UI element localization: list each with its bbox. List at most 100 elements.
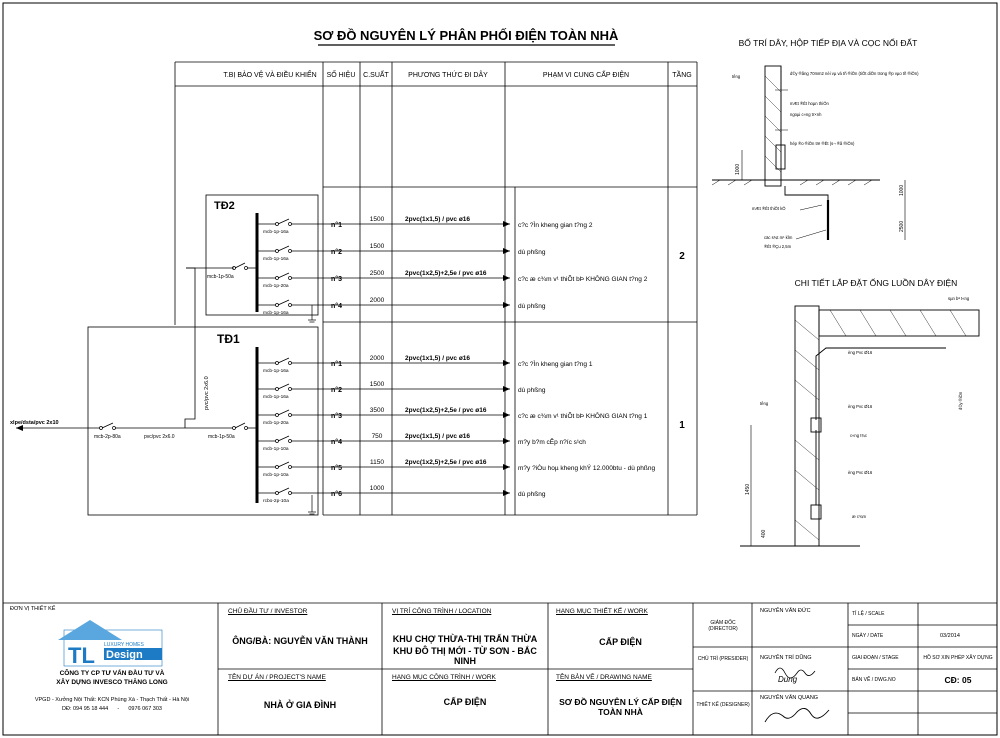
td2-breaker-2: mcb-1p-16a bbox=[263, 256, 289, 262]
conduit-note-slab: sµn bª t«ng bbox=[948, 296, 970, 301]
td2-main-breaker: mcb-1p-50a bbox=[207, 274, 234, 280]
panel-td1-label: TĐ1 bbox=[217, 332, 240, 346]
director-label: GIÁM ĐỐC (DIRECTOR) bbox=[708, 620, 738, 632]
td2-scope-2: dù phßng bbox=[518, 249, 546, 256]
ground-note-design: mÆt ®Êt thiÕt kÕ bbox=[752, 206, 786, 211]
ground-dim-3: 2500 bbox=[899, 221, 905, 232]
floor-2-label: 2 bbox=[679, 251, 685, 262]
header-protection: T.BỊ BẢO VỆ VÀ ĐIỀU KHIỂN bbox=[223, 69, 316, 79]
logo-luxury: LUXURY HOMES bbox=[104, 642, 144, 648]
td1-power-6: 1000 bbox=[370, 485, 385, 492]
grounding-title: BỐ TRÍ DÂY, HỘP TIẾP ĐỊA VÀ CỌC NỐI ĐẤT bbox=[739, 37, 918, 48]
panel-td1: TĐ1 xlpe/dsta/pvc 2x10 mcb-2p-80a pvc/pv… bbox=[10, 267, 319, 516]
td2-circuits: mcb-1p-16a n°1 1500 2pvc(1x1,5) / pvc ø16 c?… bbox=[257, 216, 648, 316]
project-name: NHÀ Ở GIA ĐÌNH bbox=[263, 700, 337, 710]
ground-dim-2: 1000 bbox=[899, 185, 905, 196]
investor-name: ÔNG/BÀ: NGUYỄN VĂN THÀNH bbox=[232, 636, 368, 646]
date-value: 03/2014 bbox=[940, 633, 960, 639]
td2-power-4: 2000 bbox=[370, 297, 385, 304]
conduit-title: CHI TIẾT LẮP ĐẶT ỐNG LUỒN DÂY ĐIỆN bbox=[795, 277, 958, 288]
riser-cable: pvc/pvc 2x6.0 bbox=[204, 376, 210, 410]
ground-note-box: hép ®o ®iÖn trë ®Êt (s¬ ®å ®iÖn) bbox=[790, 141, 855, 146]
signature-president bbox=[774, 667, 816, 679]
panel-td2: TĐ2 mcb-1p-50a bbox=[186, 194, 319, 323]
conduit-dim-2: 400 bbox=[761, 529, 767, 538]
td1-scope-4: m?y b?m cÊp n?íc s¹ch bbox=[518, 437, 586, 446]
td1-wiring-4: 2pvc(1x1,5) / pvc ø16 bbox=[405, 433, 470, 440]
conduit-note-pipe-3: èng Pvc Ø16 bbox=[848, 470, 873, 475]
td1-circuits: mcb-1p-16a n°1 2000 2pvc(1x1,5) / pvc ø16 c?… bbox=[257, 355, 655, 504]
td1-power-1: 2000 bbox=[370, 355, 385, 362]
td1-circuit-no-5: n°5 bbox=[331, 464, 342, 472]
header-wiring: PHƯƠNG THỨC ĐI DÂY bbox=[408, 70, 488, 79]
td2-circuit-4: mcb-1p-16a n°4 2000 dù phßng bbox=[257, 297, 546, 316]
title-block bbox=[3, 602, 997, 735]
ground-note-copper: d©y ®ång 70mm2 nèi vµ vá tñ ®iÖn (tiÕt d… bbox=[790, 71, 919, 76]
td2-circuit-no-1: n°1 bbox=[331, 221, 342, 229]
td1-scope-2: dù phßng bbox=[518, 387, 546, 394]
td1-scope-3: c?c æ c¾m v¹ thiÕt bÞ KHÔNG GIAN t?ng 1 bbox=[518, 411, 648, 420]
td2-circuit-no-4: n°4 bbox=[331, 302, 342, 310]
td2-circuit-no-3: n°3 bbox=[331, 275, 342, 283]
ground-note-outside: ngoµi c«ng tr×nh bbox=[790, 112, 822, 117]
td2-breaker-1: mcb-1p-16a bbox=[263, 229, 289, 235]
project-label: TÊN DỰ ÁN / PROJECT'S NAME bbox=[228, 674, 326, 681]
location-line-2: KHU ĐÔ THỊ MỚI - TỪ SƠN - BẮC NINH bbox=[393, 646, 537, 666]
dwg-label: BẢN VẼ / DWG.NO bbox=[852, 677, 896, 683]
scale-label: TỈ LỆ / SCALE bbox=[852, 611, 885, 617]
td2-breaker-4: mcb-1p-16a bbox=[263, 310, 289, 316]
td2-wiring-1: 2pvc(1x1,5) / pvc ø16 bbox=[405, 216, 470, 223]
header-number: SỐ HIỆU bbox=[327, 69, 356, 79]
conduit-note-pipe-1: èng Pvc Ø16 bbox=[848, 350, 873, 355]
td1-circuit-5: mcb-1p-10a n°5 1150 2pvc(1x2,5)+2,5e / pvc … bbox=[257, 459, 655, 478]
td1-wiring-5: 2pvc(1x2,5)+2,5e / pvc ø16 bbox=[405, 459, 487, 466]
td1-feed-cable: pvc/pvc 2x6.0 bbox=[144, 434, 175, 440]
header-power: C.SUẤT bbox=[363, 69, 389, 79]
conduit-note-wire: d©y ®iÖn bbox=[958, 391, 963, 410]
td2-scope-4: dù phßng bbox=[518, 303, 546, 310]
td2-circuit-no-2: n°2 bbox=[331, 248, 342, 256]
designer-unit-label: ĐƠN VỊ THIẾT KẾ bbox=[10, 606, 56, 612]
company-line-2: XÂY DỰNG INVESCO THĂNG LONG bbox=[56, 679, 168, 686]
stage-label: GIAI ĐOẠN / STAGE bbox=[852, 655, 899, 661]
ground-note-finish: mÆt ®Êt hoµn thiÖn bbox=[790, 101, 829, 106]
td1-circuit-no-1: n°1 bbox=[331, 360, 342, 368]
conduit-note-socket: æ c¾m bbox=[852, 514, 866, 519]
company-logo: TL LUXURY HOMES Design bbox=[58, 620, 163, 668]
director-name: NGUYỄN VĂN ĐỨC bbox=[760, 608, 811, 614]
td1-circuit-no-2: n°2 bbox=[331, 386, 342, 394]
ground-dim-1: 1000 bbox=[735, 164, 741, 175]
panel-td2-label: TĐ2 bbox=[214, 200, 235, 212]
company-phone: DĐ: 094 95 18 444 - 0976 067 303 bbox=[62, 706, 162, 712]
td1-scope-6: dù phßng bbox=[518, 491, 546, 498]
td1-sub-breaker: mcb-1p-50a bbox=[208, 434, 235, 440]
conduit-note-pipe-2: èng Pvc Ø16 bbox=[848, 404, 873, 409]
drawing-name: SƠ ĐỒ NGUYÊN LÝ CẤP ĐIỆN TOÀN NHÀ bbox=[559, 697, 682, 717]
presider-label: CHỦ TRÌ (PRESIDER) bbox=[697, 656, 749, 662]
td2-circuit-1: mcb-1p-16a n°1 1500 2pvc(1x1,5) / pvc ø16 c?… bbox=[257, 216, 593, 235]
diagram-title: SƠ ĐỒ NGUYÊN LÝ PHÂN PHỐI ĐIỆN TOÀN NHÀ bbox=[314, 28, 619, 43]
ground-note-depth: ®Êt ®Çu 2,5m bbox=[764, 244, 792, 249]
incoming-cable: xlpe/dsta/pvc 2x10 bbox=[10, 420, 59, 426]
td2-scope-1: c?c ?Ìn kheng gian t?ng 2 bbox=[518, 220, 593, 229]
td2-power-3: 2500 bbox=[370, 270, 385, 277]
dwg-number: CĐ: 05 bbox=[944, 675, 972, 685]
td2-breaker-3: mcb-1p-20a bbox=[263, 283, 289, 289]
td1-power-5: 1150 bbox=[370, 459, 384, 466]
conduit-note-switch: c«ng t¾c bbox=[850, 433, 867, 438]
designer-name: NGUYỄN VĂN QUANG bbox=[760, 695, 819, 701]
td1-scope-5: m?y ?iÒu hoµ kheng khÝ 12.000btu - dù ph… bbox=[518, 463, 655, 472]
header-floor: TẦNG bbox=[672, 69, 691, 79]
company-line-1: CÔNG TY CP TƯ VẤN ĐẦU TƯ VÀ bbox=[59, 670, 165, 677]
td2-power-1: 1500 bbox=[370, 216, 385, 223]
td1-breaker-5: mcb-1p-10a bbox=[263, 472, 289, 478]
td1-breaker-2: mcb-1p-16a bbox=[263, 394, 289, 400]
location-line-1: KHU CHỢ THỪA-THỊ TRẤN THỪA bbox=[392, 634, 538, 644]
td1-wiring-3: 2pvc(1x2,5)+2,5e / pvc ø16 bbox=[405, 407, 487, 414]
signature-designer bbox=[764, 708, 830, 723]
presider-name: NGUYỄN TRÍ DŨNG bbox=[760, 655, 812, 661]
company-address: VPGD - Xưởng Nội Thất: KCN Phùng Xá - Th… bbox=[34, 697, 190, 703]
